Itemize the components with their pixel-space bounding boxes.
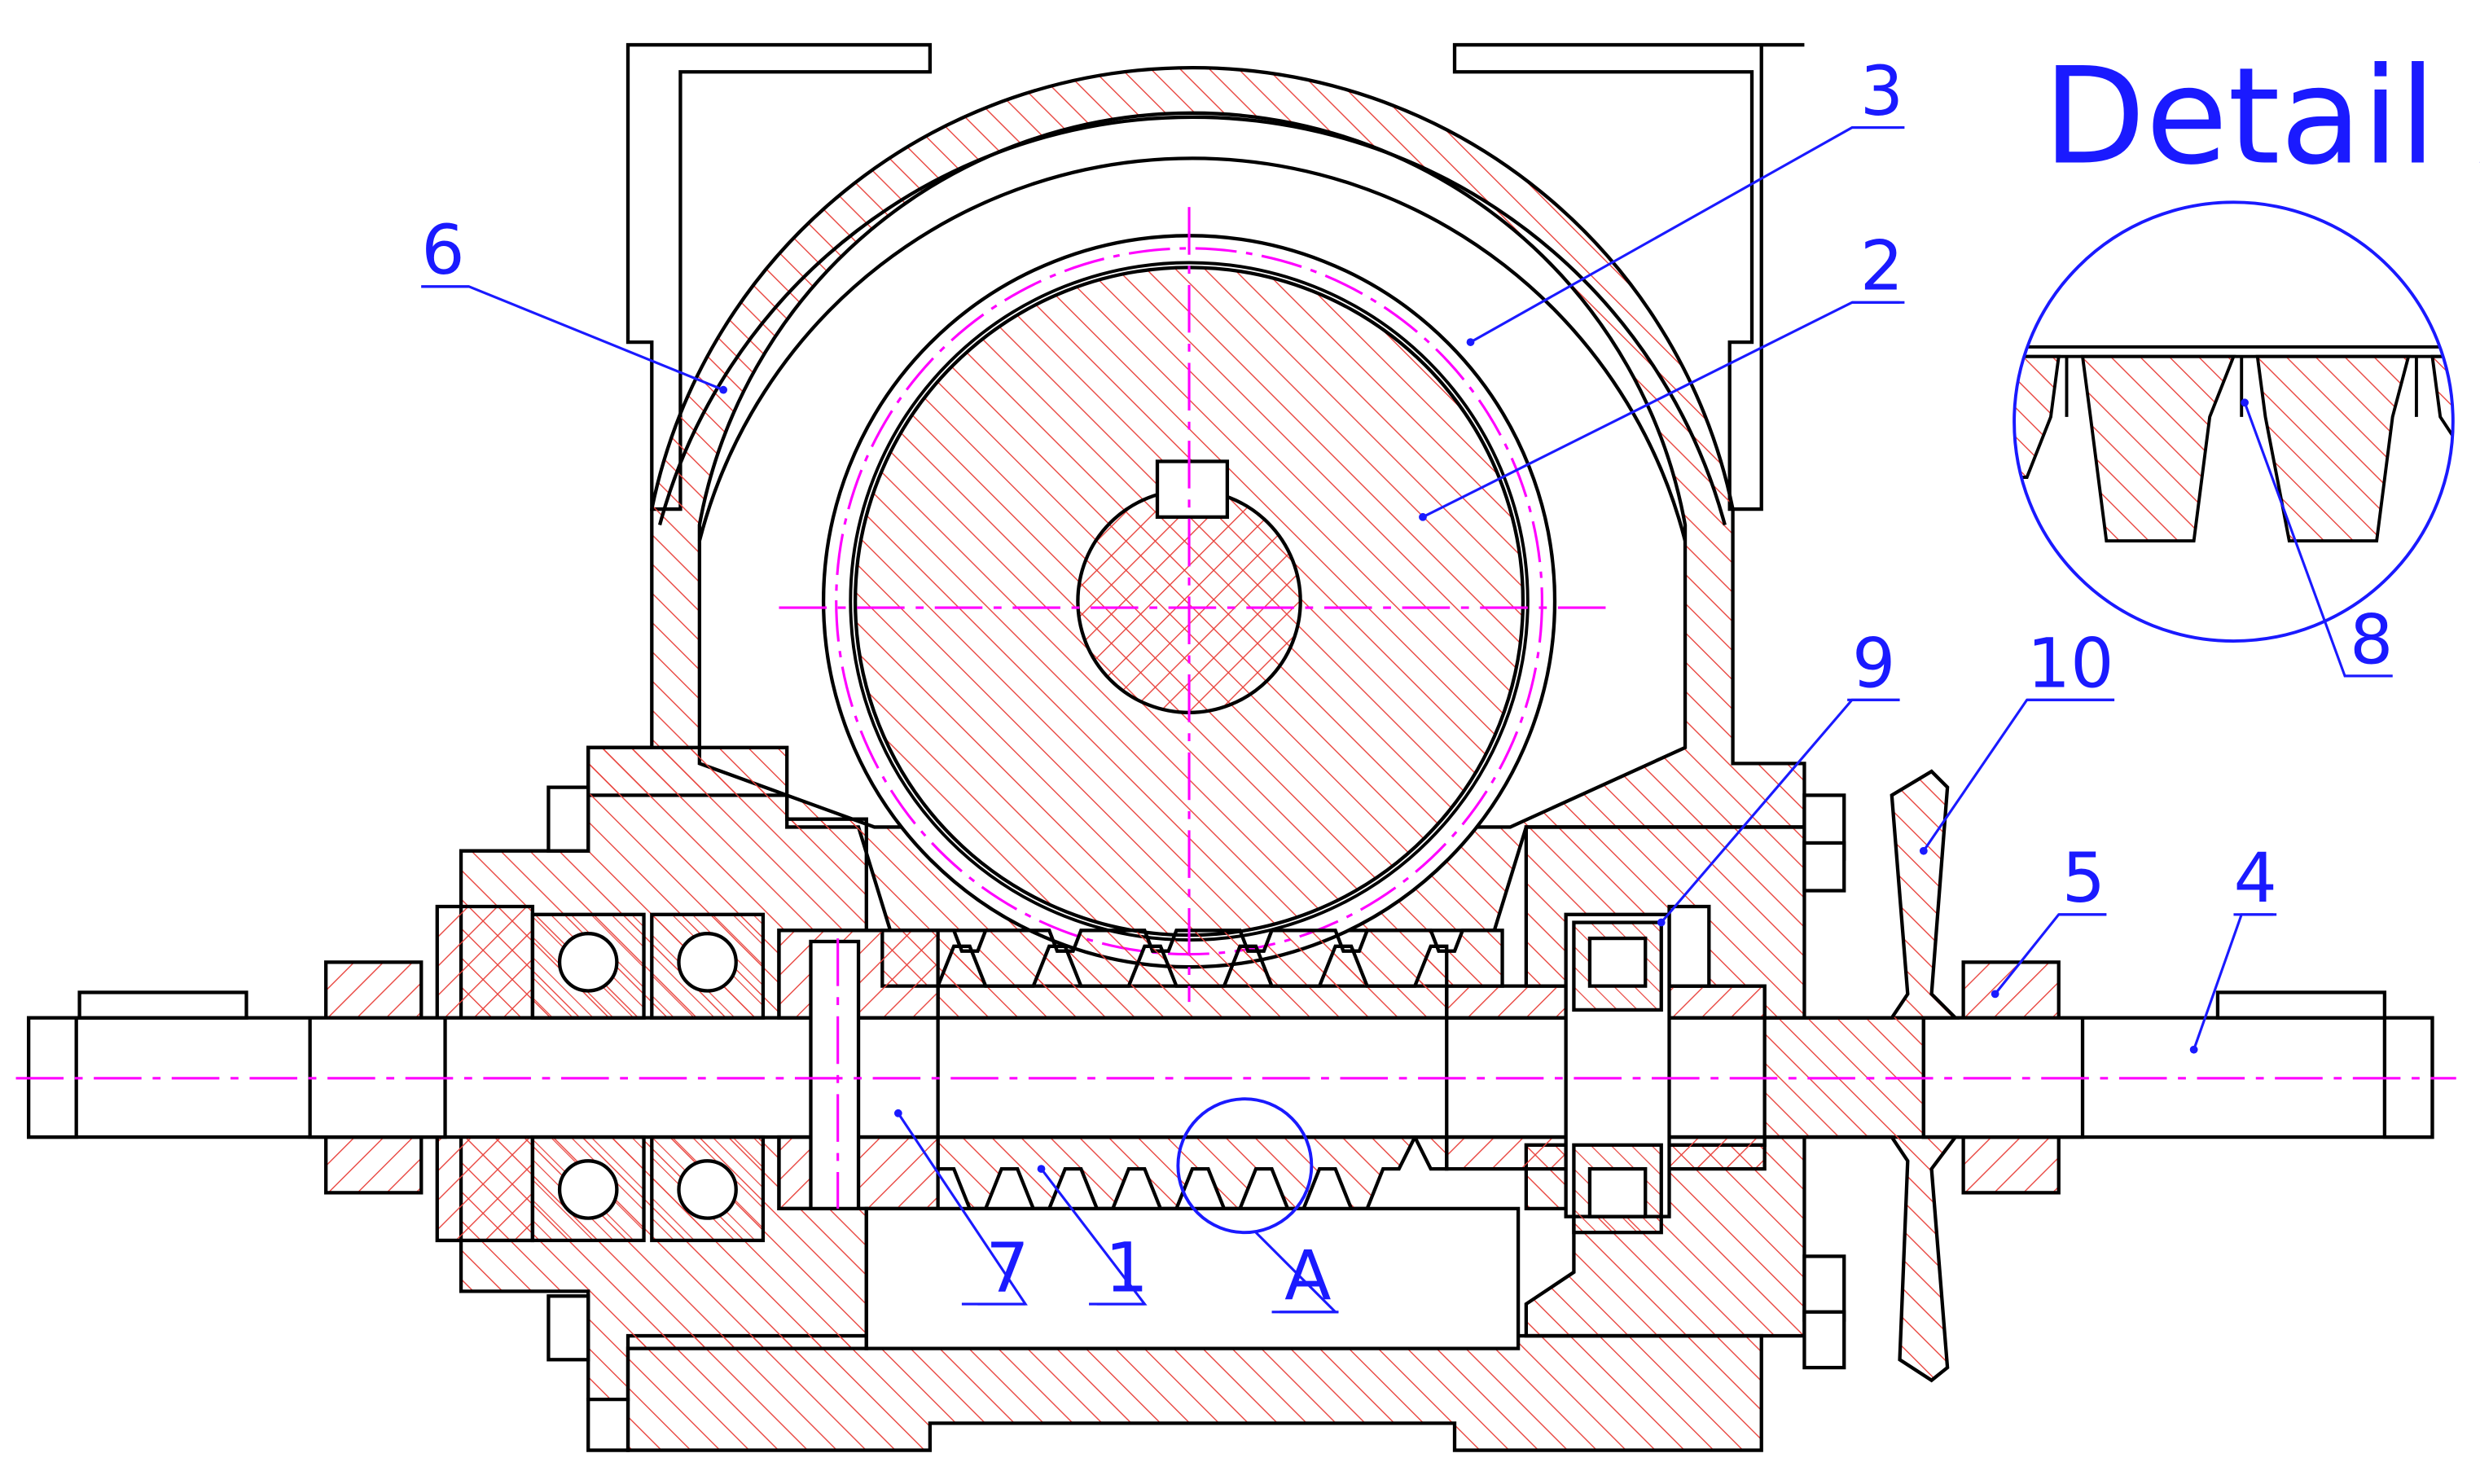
- detail-a-marker: [1176, 1097, 1314, 1235]
- label-1: 1: [1105, 1227, 1148, 1307]
- callout-labels: 6 3 2 9 10 5 4 8 7 1 A: [421, 51, 2393, 1315]
- centerlines: [15, 207, 2456, 1209]
- label-underlines: [421, 126, 2393, 1314]
- leader-dots: [719, 338, 2249, 1173]
- label-3: 3: [1860, 51, 1903, 131]
- bearings: [530, 912, 1663, 1243]
- label-4: 4: [2233, 838, 2276, 918]
- label-7: 7: [985, 1227, 1029, 1307]
- label-6: 6: [421, 210, 464, 290]
- label-10: 10: [2027, 624, 2114, 704]
- label-A: A: [1284, 1236, 1331, 1315]
- label-9: 9: [1852, 624, 1895, 704]
- detail-a-view: Detail A: [2013, 39, 2480, 643]
- detail-title: Detail A: [2043, 39, 2480, 195]
- label-8: 8: [2350, 599, 2393, 679]
- label-5: 5: [2062, 838, 2105, 918]
- label-2: 2: [1860, 226, 1903, 306]
